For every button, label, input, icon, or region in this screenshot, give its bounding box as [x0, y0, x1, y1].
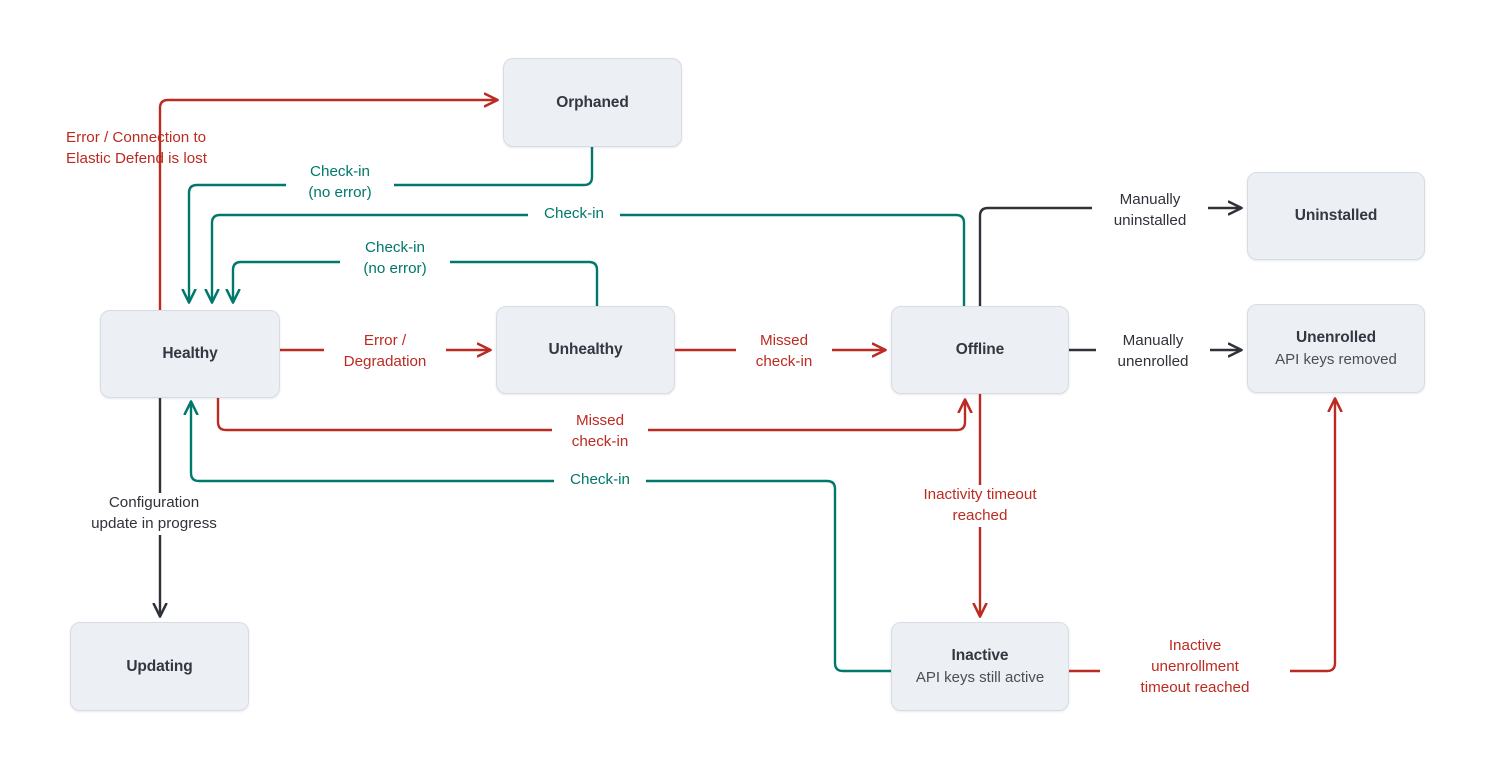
edge-label-unhealthy-to-offline: Missed check-in	[736, 331, 832, 373]
edge-label-unhealthy-to-healthy: Check-in (no error)	[340, 238, 450, 280]
edge-label-offline-to-inactive: Inactivity timeout reached	[888, 485, 1072, 527]
node-offline[interactable]: Offline	[891, 306, 1069, 394]
node-unenrolled-title: Unenrolled	[1296, 328, 1376, 346]
edge-label-offline-to-uninstalled: Manually uninstalled	[1092, 190, 1208, 232]
node-inactive[interactable]: Inactive API keys still active	[891, 622, 1069, 711]
node-orphaned[interactable]: Orphaned	[503, 58, 682, 147]
node-unenrolled[interactable]: Unenrolled API keys removed	[1247, 304, 1425, 393]
node-uninstalled[interactable]: Uninstalled	[1247, 172, 1425, 260]
edge-inactive-to-unenrolled	[1069, 399, 1335, 673]
edge-label-healthy-to-unhealthy: Error / Degradation	[324, 331, 446, 373]
edge-offline-to-uninstalled	[978, 208, 1241, 306]
edge-label-orphaned-to-healthy: Check-in (no error)	[286, 162, 394, 204]
node-updating[interactable]: Updating	[70, 622, 249, 711]
node-unhealthy[interactable]: Unhealthy	[496, 306, 675, 394]
edge-label-healthy-to-orphaned: Error / Connection to Elastic Defend is …	[66, 129, 207, 167]
edge-offline-to-healthy	[212, 213, 966, 306]
edge-label-healthy-to-updating: Configuration update in progress	[58, 493, 250, 535]
node-updating-title: Updating	[126, 657, 193, 675]
edge-label-inactive-to-unenrolled: Inactive unenrollment timeout reached	[1100, 636, 1290, 699]
node-inactive-subtitle: API keys still active	[915, 668, 1045, 686]
node-unhealthy-title: Unhealthy	[548, 341, 623, 359]
edge-label-offline-to-unenrolled: Manually unenrolled	[1096, 331, 1210, 373]
edge-label-inactive-to-healthy: Check-in	[554, 470, 646, 491]
node-orphaned-title: Orphaned	[556, 93, 629, 111]
node-offline-title: Offline	[955, 341, 1005, 359]
edge-healthy-to-orphaned	[158, 100, 497, 310]
node-unenrolled-subtitle: API keys removed	[1275, 350, 1397, 368]
edge-label-healthy-to-offline: Missed check-in	[552, 411, 648, 453]
node-uninstalled-title: Uninstalled	[1294, 207, 1378, 225]
node-healthy-title: Healthy	[162, 345, 218, 363]
edge-label-offline-to-healthy: Check-in	[528, 204, 620, 225]
node-healthy[interactable]: Healthy	[100, 310, 280, 398]
edge-inactive-to-healthy	[191, 402, 891, 673]
node-inactive-title: Inactive	[951, 646, 1009, 664]
